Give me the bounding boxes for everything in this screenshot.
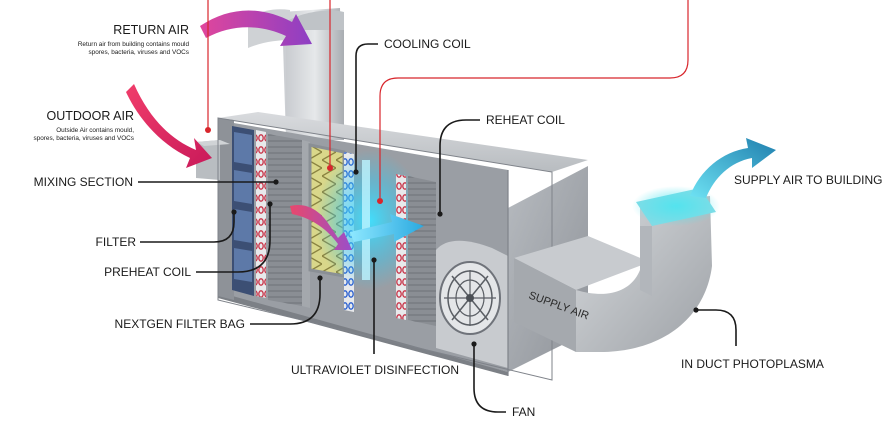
filter-label: FILTER [96, 235, 137, 249]
reheat-coil [396, 174, 406, 320]
supply-to-building-arrow [690, 138, 776, 198]
cooling-coil-label: COOLING COIL [384, 37, 471, 51]
outdoor-air-label: OUTDOOR AIR [46, 109, 134, 123]
preheat-coil-label: PREHEAT COIL [104, 265, 191, 279]
reheat-coil-label: REHEAT COIL [486, 113, 565, 127]
supply-air-to-building-label: SUPPLY AIR TO BUILDING [734, 173, 882, 187]
in-duct-photoplasma-label: IN DUCT PHOTOPLASMA [681, 357, 824, 371]
fan-label: FAN [512, 405, 535, 419]
outdoor-air-note-line-1: Outside Air contains mould, [56, 127, 134, 134]
outdoor-air-arrow [126, 84, 212, 168]
mixing-chamber [268, 134, 302, 306]
return-air-note-line-1: Return air from building contains mould [78, 41, 190, 48]
ultraviolet-disinfection-label: ULTRAVIOLET DISINFECTION [291, 363, 459, 377]
return-air-note-line-2: spores, bacteria, viruses and VOCs [88, 49, 189, 56]
outdoor-air-note-line-2: spores, bacteria, viruses and VOCs [33, 135, 134, 142]
fan [436, 241, 508, 368]
mixing-section-label: MIXING SECTION [34, 175, 133, 189]
return-air-label: RETURN AIR [113, 23, 189, 37]
reheat-fins [408, 176, 436, 326]
nextgen-filter-bag-label: NEXTGEN FILTER BAG [115, 317, 245, 331]
preheat-coil [256, 130, 266, 298]
